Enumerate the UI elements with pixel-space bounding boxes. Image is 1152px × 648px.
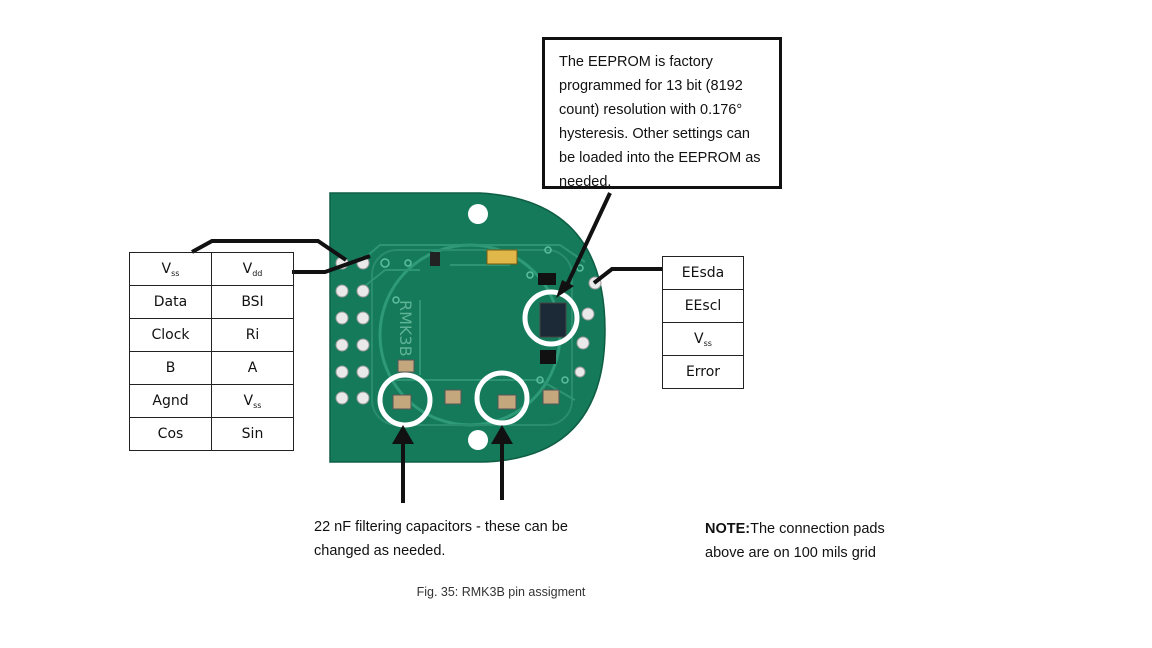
capacitor-1: [392, 394, 412, 410]
capacitor-2: [497, 394, 517, 410]
smd-component-top-right: [538, 273, 556, 285]
pin-cell: Ri: [211, 318, 294, 352]
pin-cell: Agnd: [129, 384, 212, 418]
left-pin-table: Vss Vdd Data BSI Clock Ri B A Agnd Vss C…: [129, 252, 294, 451]
cap-arrow-2-head: [491, 425, 513, 444]
note-text: The connection pads above are on 100 mil…: [705, 521, 885, 561]
pin-cell: Vdd: [211, 252, 294, 286]
right-pin-row: Error: [662, 355, 744, 389]
pin-cell: Data: [129, 285, 212, 319]
pin-cell: A: [211, 351, 294, 385]
pin-cell: Vss: [211, 384, 294, 418]
right-pin-row: Vss: [662, 322, 744, 356]
right-pin-row: EEsda: [662, 256, 744, 290]
pcb-traces: [359, 244, 586, 401]
right-pin-row: EEscl: [662, 289, 744, 323]
eesda-leader: [592, 267, 663, 285]
vias: [380, 246, 584, 384]
left-pads: [335, 256, 370, 405]
grid-note: NOTE:The connection pads above are on 10…: [705, 517, 925, 565]
left-pin-row: Clock Ri: [129, 318, 294, 352]
eeprom-callout: The EEPROM is factory programmed for 13 …: [542, 37, 782, 190]
capacitor-highlight-1: [377, 372, 433, 428]
right-pin-table: EEsda EEscl Vss Error: [662, 256, 744, 389]
pin-cell: EEscl: [662, 289, 744, 323]
left-pin-row: Agnd Vss: [129, 384, 294, 418]
pin-cell: Sin: [211, 417, 294, 451]
board-label: RMK3B: [396, 300, 415, 357]
pin-cell: Vss: [662, 322, 744, 356]
smd-component-bottom-mid: [444, 389, 462, 405]
capacitor-note: 22 nF filtering capacitors - these can b…: [314, 519, 568, 559]
left-pin-row: Vss Vdd: [129, 252, 294, 286]
eeprom-arrowhead: [556, 280, 574, 298]
eeprom-chip: [539, 302, 567, 338]
note-label: NOTE:: [705, 521, 751, 537]
left-pin-row: B A: [129, 351, 294, 385]
highlight-circles: [377, 289, 580, 428]
pin-cell: Error: [662, 355, 744, 389]
smd-resistor-top: [430, 252, 440, 266]
board-inner-frame: [371, 249, 573, 426]
pin-cell: EEsda: [662, 256, 744, 290]
left-pin-row: Cos Sin: [129, 417, 294, 451]
pin-cell: BSI: [211, 285, 294, 319]
capacitor-highlight-2: [474, 370, 530, 426]
eeprom-leader: [564, 192, 612, 288]
vss-leader: [191, 239, 348, 262]
pin-cell: Vss: [129, 252, 212, 286]
vdd-leader: [292, 254, 371, 274]
smd-component-bottom-right: [542, 389, 560, 405]
pin-cell: Clock: [129, 318, 212, 352]
cap-arrow-1-head: [392, 425, 414, 444]
mounting-hole-top: [468, 204, 488, 224]
pin-cell: B: [129, 351, 212, 385]
pin-cell: Cos: [129, 417, 212, 451]
eeprom-note-text: The EEPROM is factory programmed for 13 …: [559, 54, 761, 190]
leader-lines: [191, 192, 663, 503]
smd-component-mid-right: [540, 350, 556, 364]
mounting-hole-bottom: [468, 430, 488, 450]
smd-component-left: [397, 359, 415, 373]
tantalum-capacitor: [486, 249, 518, 265]
left-pin-row: Data BSI: [129, 285, 294, 319]
figure-caption: Fig. 35: RMK3B pin assigment: [416, 585, 586, 599]
eeprom-highlight: [522, 289, 580, 347]
